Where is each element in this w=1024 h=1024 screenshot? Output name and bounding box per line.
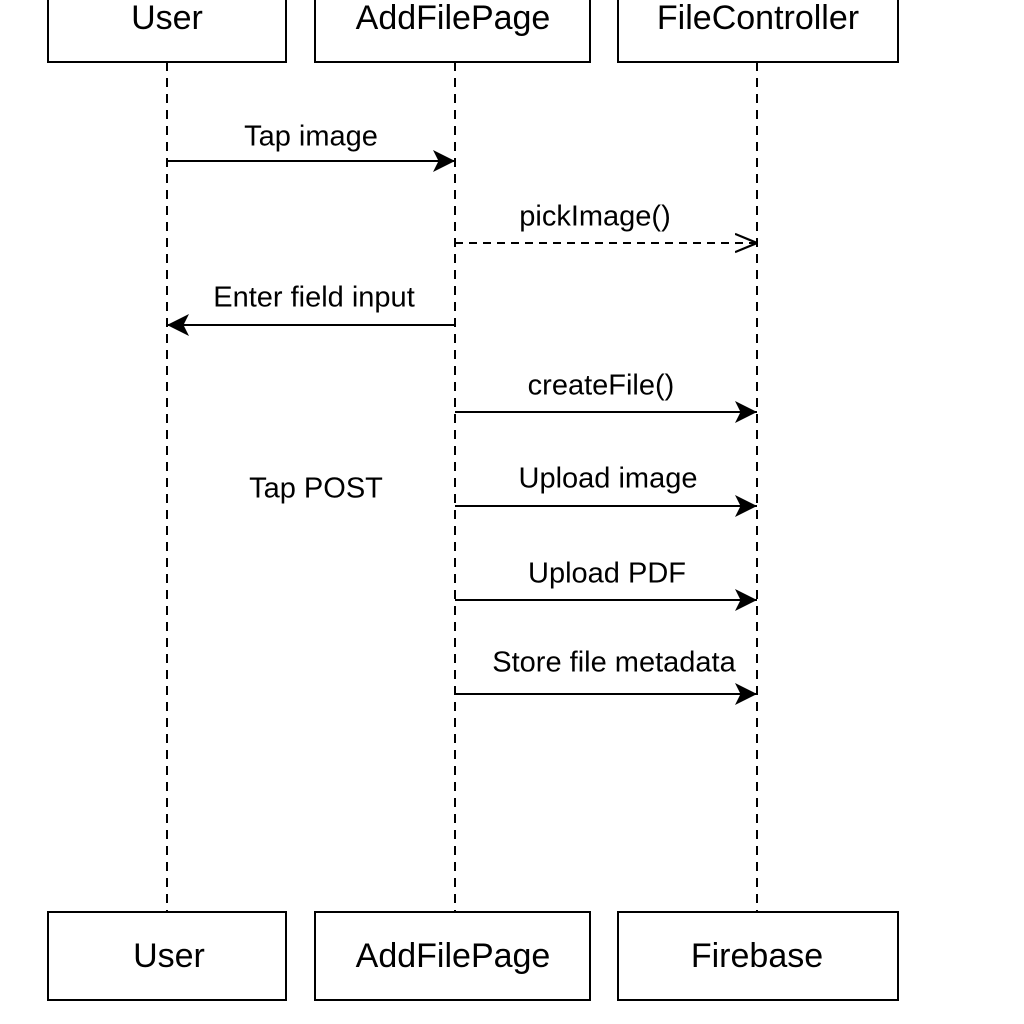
message-label: pickImage() — [519, 201, 671, 233]
participants-top: User AddFilePage FileController — [47, 0, 899, 63]
message-label: Store file metadata — [492, 647, 736, 679]
participant-label: Firebase — [691, 937, 823, 975]
message-label: createFile() — [528, 370, 675, 402]
message-upload-image: Upload image — [455, 463, 757, 517]
participant-user-top: User — [47, 0, 287, 63]
note-tap-post: Tap POST — [249, 473, 383, 505]
message-label: Upload image — [519, 463, 698, 495]
participant-label: AddFilePage — [356, 0, 551, 37]
participant-addfilepage-bottom: AddFilePage — [314, 911, 591, 1001]
participant-box — [314, 911, 591, 1001]
participant-label: FileController — [657, 0, 859, 37]
participant-box — [617, 911, 899, 1001]
participant-label: User — [131, 0, 203, 37]
participant-addfilepage-top: AddFilePage — [314, 0, 591, 63]
message-store-file-metadata: Store file metadata — [455, 647, 757, 705]
message-label: Upload PDF — [528, 558, 686, 590]
message-upload-pdf: Upload PDF — [455, 558, 757, 611]
participant-firebase-bottom: Firebase — [617, 911, 899, 1001]
message-label: Enter field input — [213, 282, 415, 314]
lifelines — [166, 62, 758, 912]
participant-box — [47, 911, 287, 1001]
message-tap-image: Tap image — [167, 121, 455, 172]
message-pick-image: pickImage() — [455, 201, 757, 243]
messages: Tap image pickImage() Enter field input … — [167, 121, 757, 705]
participant-box — [314, 0, 591, 63]
message-enter-field-input: Enter field input — [167, 282, 455, 336]
participants-bottom: User AddFilePage Firebase — [47, 911, 899, 1001]
participant-label: AddFilePage — [356, 937, 551, 975]
participant-box — [47, 0, 287, 63]
message-label: Tap image — [244, 121, 378, 153]
participant-label: User — [133, 937, 205, 975]
participant-filecontroller-top: FileController — [617, 0, 899, 63]
participant-box — [617, 0, 899, 63]
message-create-file: createFile() — [455, 370, 757, 423]
participant-user-bottom: User — [47, 911, 287, 1001]
notes: Tap POST — [249, 473, 383, 505]
